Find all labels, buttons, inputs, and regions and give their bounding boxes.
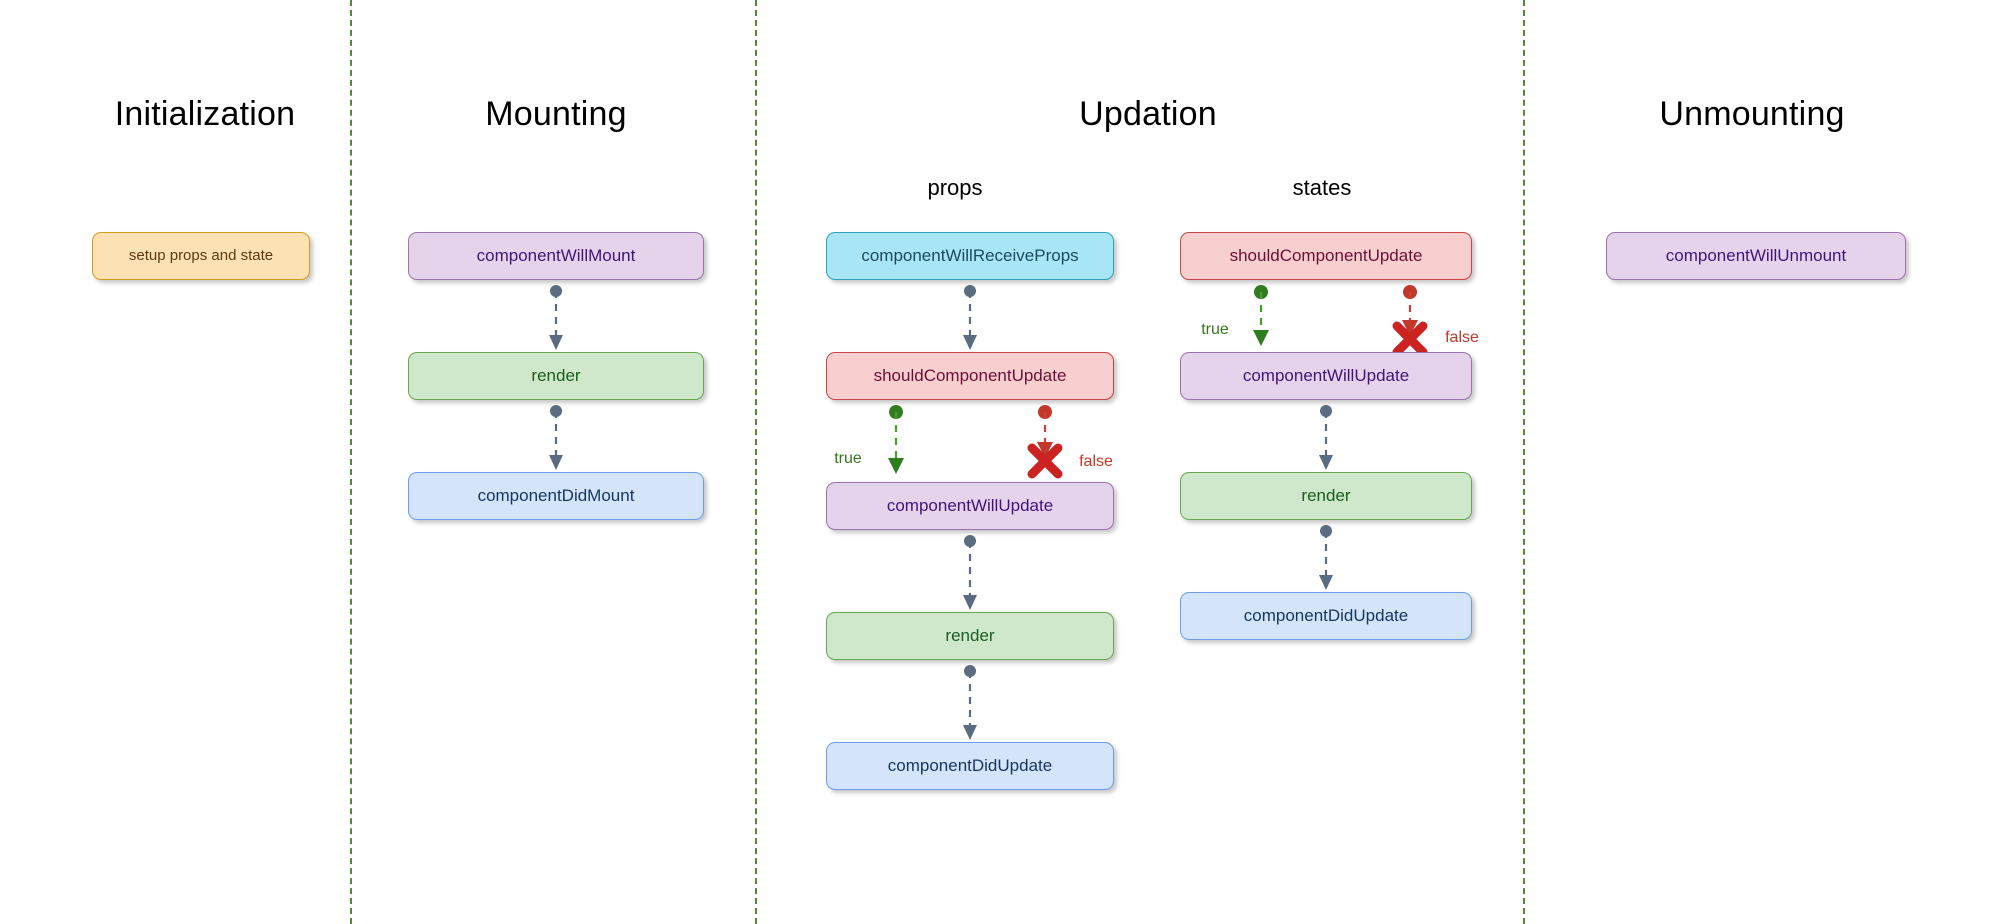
node-states-component-did-update[interactable]: componentDidUpdate xyxy=(1180,592,1472,640)
subcolumn-title-states: states xyxy=(1292,175,1352,200)
node-mount-render[interactable]: render xyxy=(408,352,704,400)
node-setup-props-and-state[interactable]: setup props and state xyxy=(92,232,310,280)
node-props-component-will-receive-props[interactable]: componentWillReceiveProps xyxy=(826,232,1114,280)
node-states-render[interactable]: render xyxy=(1180,472,1472,520)
node-props-component-will-update[interactable]: componentWillUpdate xyxy=(826,482,1114,530)
phase-title-mounting: Mounting xyxy=(485,95,627,133)
branch-label-props-false: false xyxy=(1079,453,1113,470)
column-divider-3 xyxy=(1523,0,1525,924)
x-cross-icon xyxy=(1392,321,1428,357)
phase-title-unmounting: Unmounting xyxy=(1659,95,1845,133)
node-component-will-mount[interactable]: componentWillMount xyxy=(408,232,704,280)
phase-title-updation: Updation xyxy=(1079,95,1217,133)
node-component-will-unmount[interactable]: componentWillUnmount xyxy=(1606,232,1906,280)
node-states-should-component-update[interactable]: shouldComponentUpdate xyxy=(1180,232,1472,280)
node-component-did-mount[interactable]: componentDidMount xyxy=(408,472,704,520)
x-cross-icon xyxy=(1027,443,1063,479)
branch-label-states-false: false xyxy=(1445,329,1479,346)
branch-label-props-true: true xyxy=(834,450,862,467)
column-divider-1 xyxy=(350,0,352,924)
node-props-render[interactable]: render xyxy=(826,612,1114,660)
node-props-component-did-update[interactable]: componentDidUpdate xyxy=(826,742,1114,790)
phase-title-initialization: Initialization xyxy=(114,95,296,133)
branch-label-states-true: true xyxy=(1201,321,1229,338)
column-divider-2 xyxy=(755,0,757,924)
node-states-component-will-update[interactable]: componentWillUpdate xyxy=(1180,352,1472,400)
node-props-should-component-update[interactable]: shouldComponentUpdate xyxy=(826,352,1114,400)
subcolumn-title-props: props xyxy=(927,175,983,200)
